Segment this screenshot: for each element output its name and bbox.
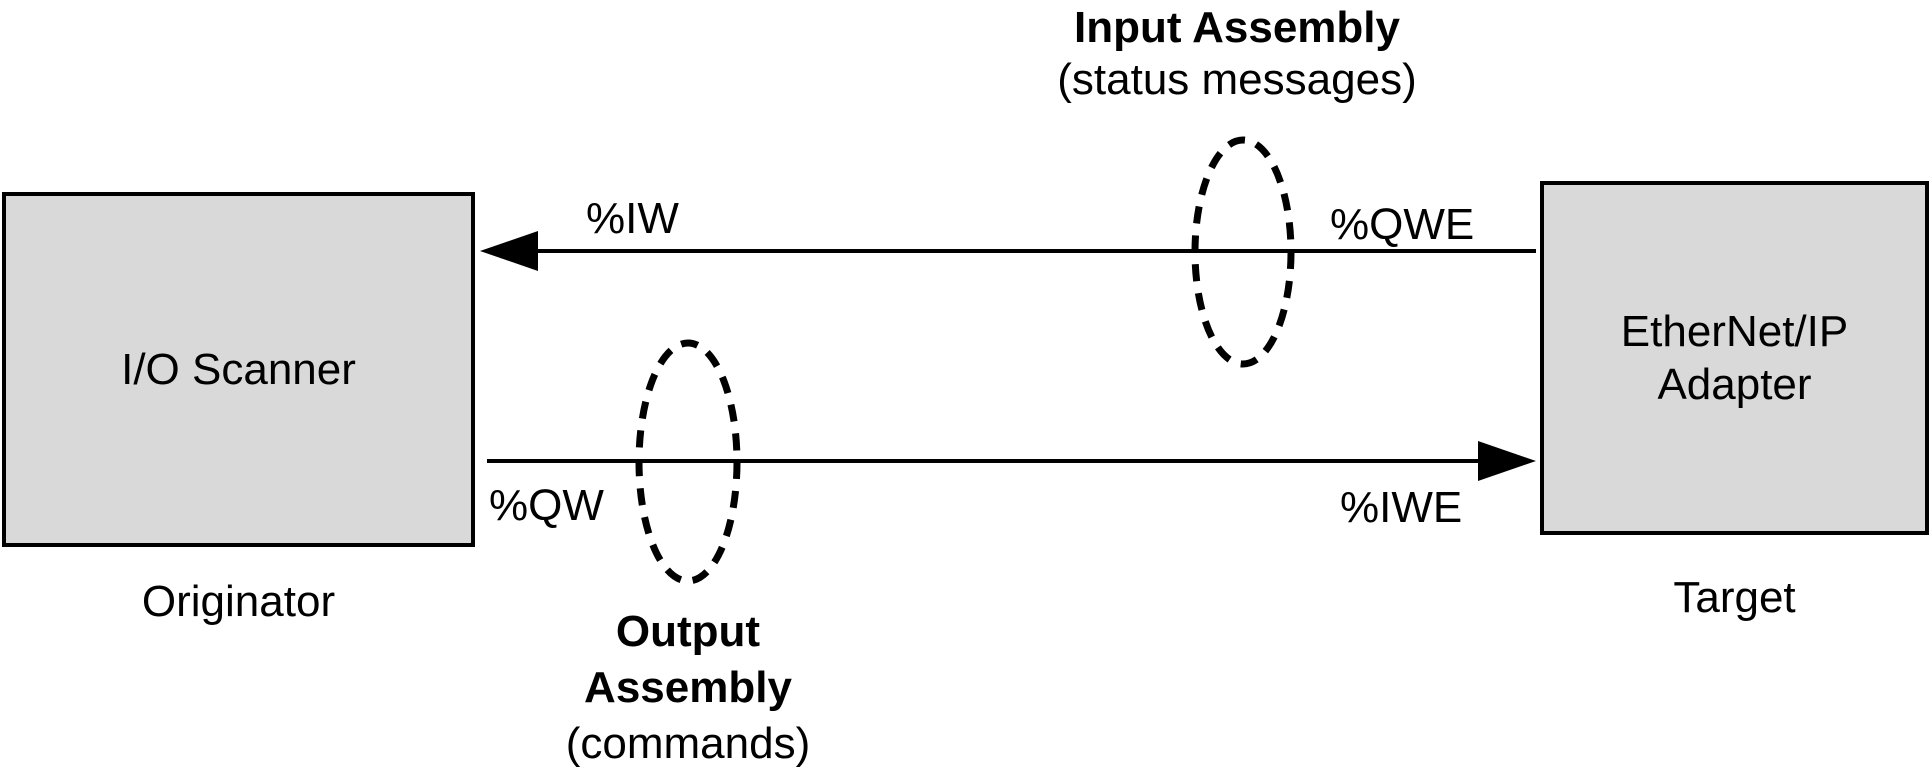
- output-assembly-subtitle: (commands): [565, 719, 811, 768]
- input-arrowhead-left-icon: [480, 231, 538, 271]
- input-assembly-annotation: Input Assembly (status messages): [1037, 2, 1437, 106]
- io-scanner-box: I/O Scanner: [2, 192, 475, 547]
- port-label-qwe: %QWE: [1330, 200, 1475, 249]
- originator-role-label: Originator: [141, 577, 336, 626]
- input-assembly-title: Input Assembly: [1074, 3, 1400, 52]
- output-assembly-title-line1: Output: [615, 607, 761, 656]
- output-assembly-title-line2: Assembly: [584, 663, 792, 712]
- output-arrowhead-right-icon: [1478, 441, 1536, 481]
- adapter-label-line2: Adapter: [1657, 360, 1812, 409]
- adapter-label-line1: EtherNet/IP: [1620, 307, 1849, 356]
- ethernet-ip-adapter-label: EtherNet/IP Adapter: [1621, 305, 1848, 411]
- input-assembly-subtitle: (status messages): [1057, 55, 1417, 104]
- port-label-iwe: %IWE: [1340, 483, 1463, 532]
- output-assembly-annotation: Output Assembly (commands): [488, 604, 888, 770]
- port-label-qw: %QW: [489, 481, 604, 530]
- input-assembly-ellipse: [1191, 136, 1295, 368]
- port-label-iw: %IW: [586, 194, 679, 243]
- ethernet-ip-adapter-box: EtherNet/IP Adapter: [1540, 181, 1929, 535]
- io-scanner-label: I/O Scanner: [121, 345, 356, 394]
- target-role-label: Target: [1673, 573, 1796, 622]
- output-assembly-ellipse: [635, 339, 741, 585]
